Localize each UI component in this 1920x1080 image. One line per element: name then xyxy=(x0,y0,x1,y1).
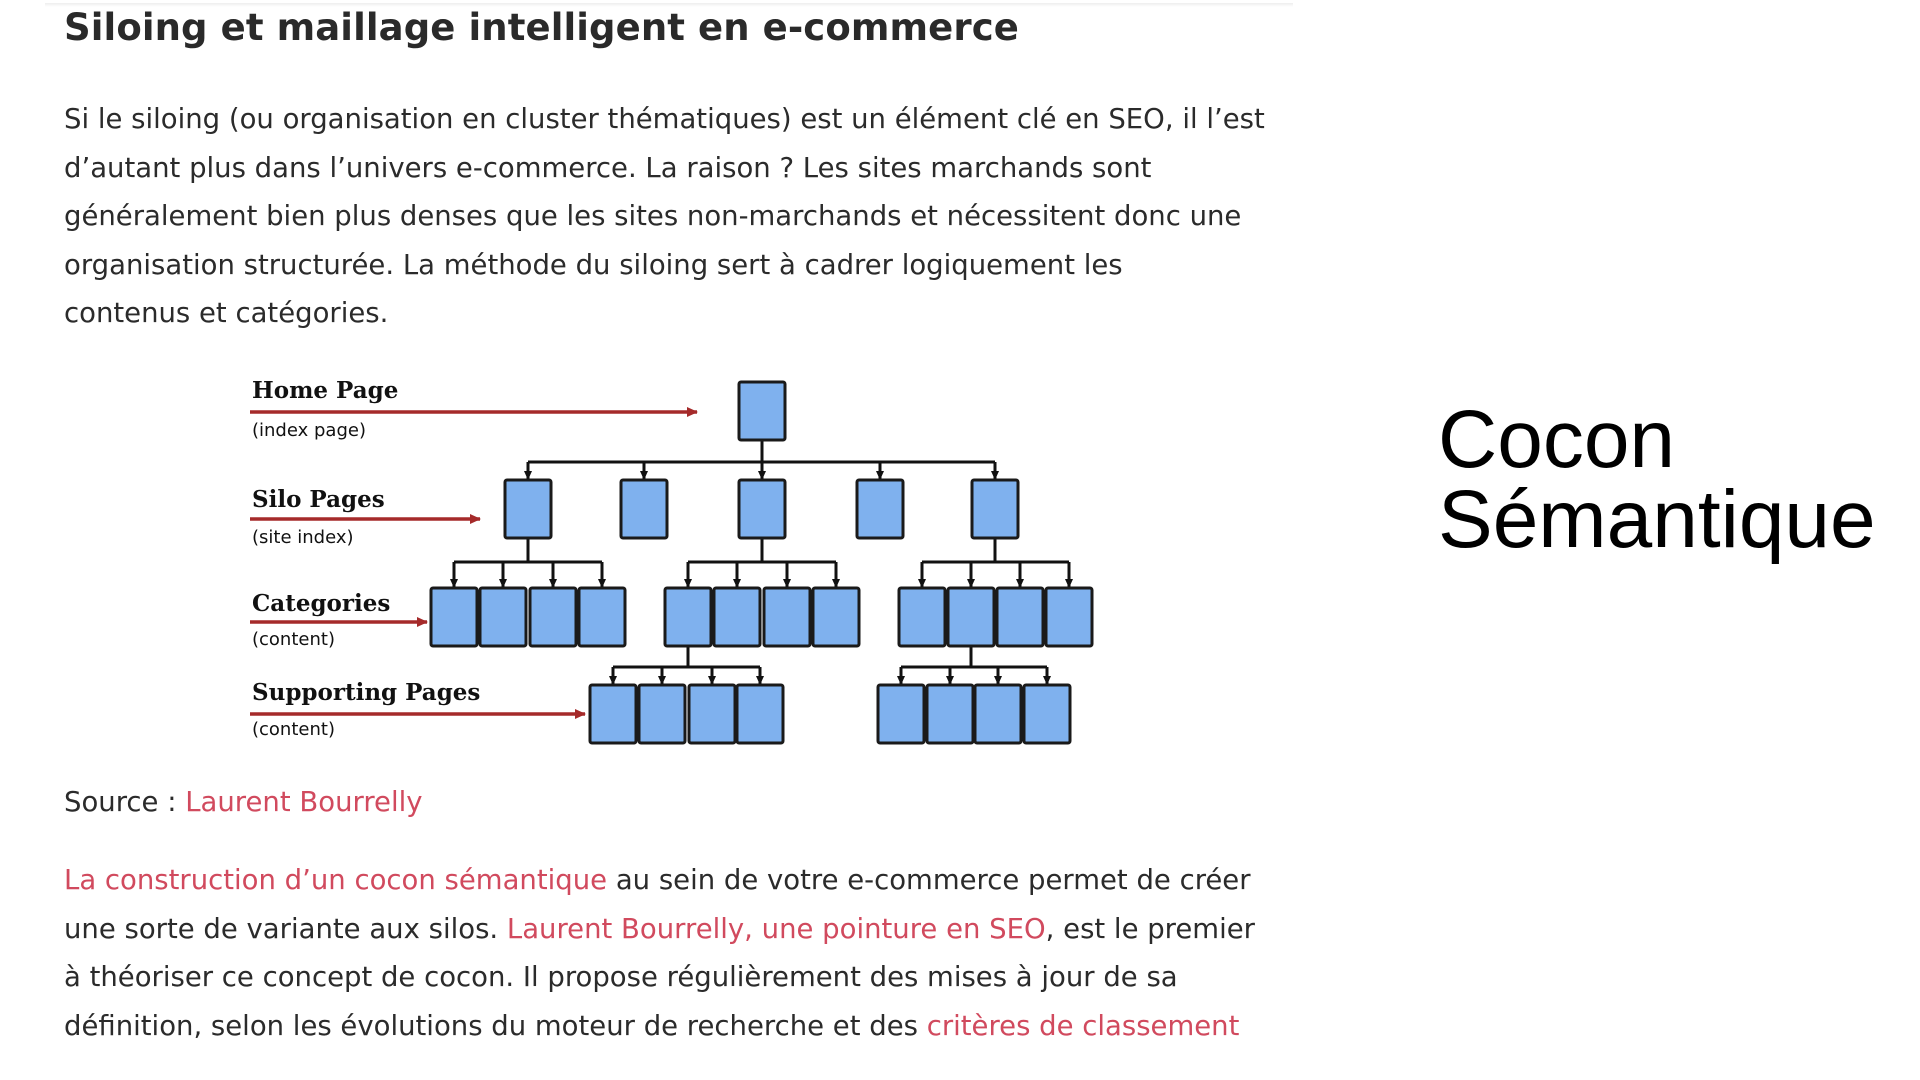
diagram-node xyxy=(619,478,669,540)
cocon-line: à théoriser ce concept de cocon. Il prop… xyxy=(64,961,1178,993)
diagram-node xyxy=(737,478,787,540)
diagram-node xyxy=(737,380,787,442)
diagram-level-label: Silo Pages xyxy=(252,486,385,513)
diagram-node xyxy=(855,478,905,540)
source-label: Source : xyxy=(64,786,186,818)
diagram-level-label: Categories xyxy=(252,590,390,617)
intro-line: organisation structurée. La méthode du s… xyxy=(64,248,1123,281)
criteres-classement-link[interactable]: critères de classement xyxy=(926,1009,1240,1042)
diagram-node xyxy=(663,586,713,648)
diagram-node xyxy=(687,683,737,745)
intro-paragraph: Si le siloing (ou organisation en cluste… xyxy=(64,95,1304,338)
diagram-node xyxy=(876,683,926,745)
cocon-line-text: une sorte de variante aux silos. xyxy=(64,912,507,945)
side-title-line2: Sémantique xyxy=(1438,474,1876,565)
cocon-line-text: définition, selon les évolutions du mote… xyxy=(64,1009,927,1042)
intro-line: Si le siloing (ou organisation en cluste… xyxy=(64,103,1265,135)
cocon-line: La construction d’un cocon sémantique au… xyxy=(64,856,1304,905)
cocon-line: une sorte de variante aux silos. Laurent… xyxy=(64,905,1304,954)
diagram-level-sublabel: (index page) xyxy=(252,420,366,441)
article-panel: Siloing et maillage intelligent en e-com… xyxy=(45,0,1293,1080)
cocon-line: définition, selon les évolutions du mote… xyxy=(64,1002,1304,1051)
diagram-level-sublabel: (site index) xyxy=(252,527,354,548)
source-link[interactable]: Laurent Bourrelly xyxy=(185,786,423,818)
diagram-node xyxy=(973,683,1023,745)
top-divider xyxy=(45,3,1293,7)
diagram-node xyxy=(1044,586,1094,648)
diagram-connectors xyxy=(450,440,1073,685)
diagram-nodes xyxy=(429,380,1094,745)
diagram-node xyxy=(503,478,553,540)
diagram-node xyxy=(429,586,479,648)
cocon-line-text: au sein de votre e-commerce permet de cr… xyxy=(607,864,1251,896)
diagram-level-sublabel: (content) xyxy=(252,629,335,650)
diagram-node xyxy=(811,586,861,648)
diagram-node xyxy=(897,586,947,648)
image-source: Source : Laurent Bourrelly xyxy=(64,782,423,822)
diagram-level-labels: Home Page (index page) Silo Pages (site ind… xyxy=(252,377,480,740)
diagram-level-arrows xyxy=(250,407,698,719)
article-title: Siloing et maillage intelligent en e-com… xyxy=(64,6,1019,49)
side-title-line1: Cocon xyxy=(1438,394,1676,485)
diagram-node xyxy=(577,586,627,648)
diagram-node xyxy=(735,683,785,745)
intro-line: d’autant plus dans l’univers e-commerce.… xyxy=(64,151,1152,184)
diagram-node xyxy=(528,586,578,648)
diagram-level-sublabel: (content) xyxy=(252,719,335,740)
diagram-node xyxy=(1022,683,1072,745)
diagram-level-label: Home Page xyxy=(252,377,398,404)
diagram-node xyxy=(762,586,812,648)
cocon-line-text: , est le premier xyxy=(1045,912,1255,945)
diagram-level-label: Supporting Pages xyxy=(252,679,480,706)
diagram-node xyxy=(925,683,975,745)
laurent-bourrelly-link[interactable]: Laurent Bourrelly, une pointure en SEO xyxy=(506,912,1046,945)
cocon-semantique-heading: Cocon Sémantique xyxy=(1438,394,1876,565)
intro-line: généralement bien plus denses que les si… xyxy=(64,200,1242,232)
diagram-node xyxy=(637,683,687,745)
diagram-node xyxy=(712,586,762,648)
intro-line: contenus et catégories. xyxy=(64,297,389,329)
diagram-node xyxy=(970,478,1020,540)
diagram-node xyxy=(478,586,528,648)
diagram-node xyxy=(946,586,996,648)
diagram-node xyxy=(995,586,1045,648)
cocon-paragraph: La construction d’un cocon sémantique au… xyxy=(64,856,1304,1050)
cocon-semantique-link[interactable]: La construction d’un cocon sémantique xyxy=(64,864,608,896)
diagram-node xyxy=(588,683,638,745)
